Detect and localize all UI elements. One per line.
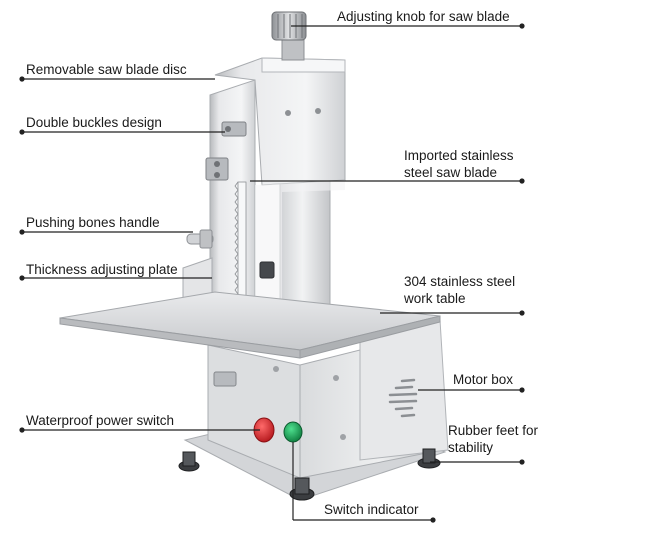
label-work-table-line2: work table [404, 291, 466, 306]
label-pushing-handle: Pushing bones handle [26, 215, 160, 230]
pushing-handle [186, 229, 214, 249]
label-switch-indicator: Switch indicator [324, 502, 419, 517]
motor-vents [388, 378, 418, 418]
double-buckles [205, 121, 247, 181]
label-imported-blade-line2: steel saw blade [404, 165, 498, 180]
callout-lines [19, 23, 525, 523]
label-imported-blade-line1: Imported stainless [404, 148, 514, 163]
label-rubber-feet-line2: stability [448, 440, 494, 455]
work-table [59, 291, 441, 359]
label-motor-box: Motor box [453, 372, 514, 387]
label-adjusting-knob: Adjusting knob for saw blade [337, 9, 510, 24]
label-double-buckles: Double buckles design [26, 115, 162, 130]
adjusting-knob [271, 11, 307, 61]
label-waterproof-switch: Waterproof power switch [26, 413, 175, 428]
label-thickness-plate: Thickness adjusting plate [26, 262, 178, 277]
switch-indicator-light [283, 421, 303, 443]
machine-body [59, 11, 449, 501]
label-work-table-line1: 304 stainless steel [404, 274, 516, 289]
label-removable-disc: Removable saw blade disc [26, 62, 187, 77]
rubber-feet [178, 448, 441, 501]
label-rubber-feet-line1: Rubber feet for [448, 423, 539, 438]
